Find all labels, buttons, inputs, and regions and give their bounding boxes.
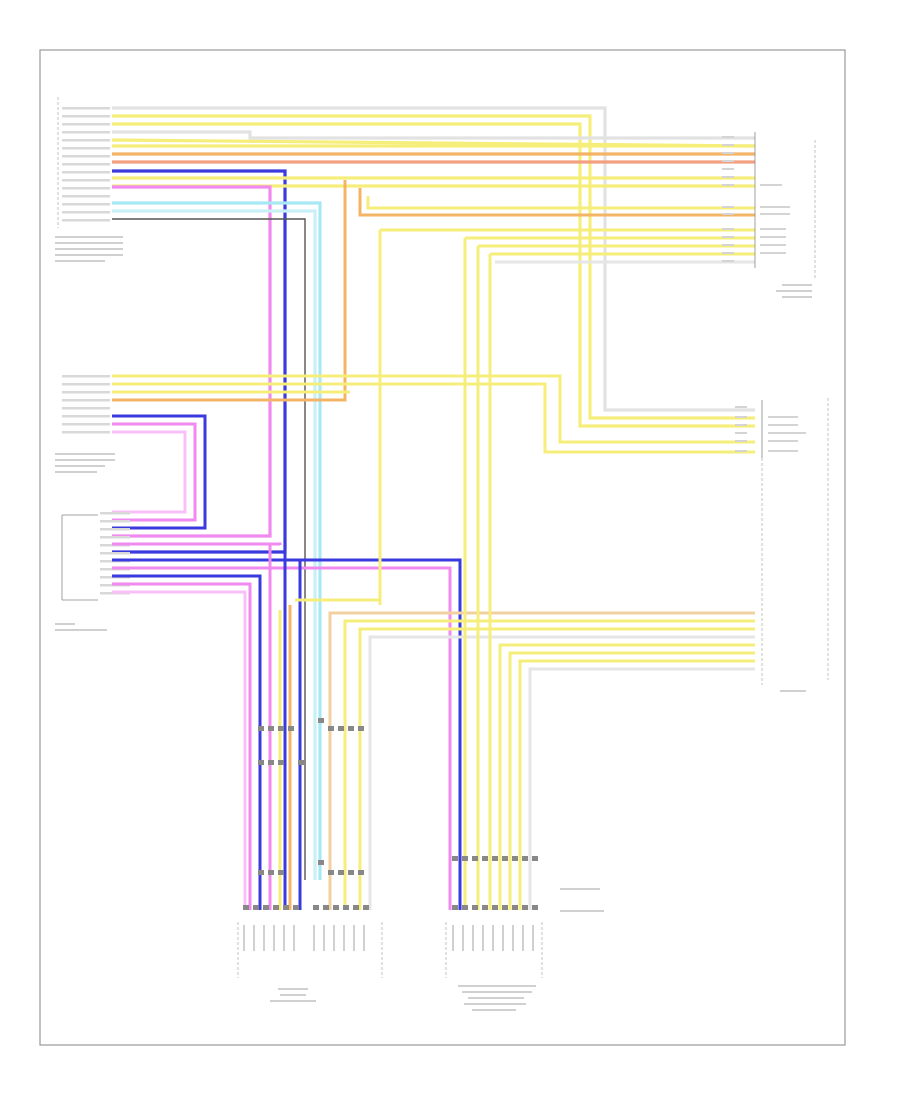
bottom-connector-a bbox=[237, 922, 383, 1002]
right-connector-bottom-caption bbox=[780, 690, 806, 692]
rear-ent-caption bbox=[55, 623, 107, 631]
bottom-connector-b-notes bbox=[560, 888, 604, 912]
bottom-connector-b bbox=[445, 888, 604, 1011]
bottom-connector-a-caption bbox=[270, 988, 316, 1002]
radio-unit-pin-labels bbox=[62, 107, 110, 222]
right-connector-top-caption bbox=[776, 284, 812, 298]
radio-unit-wires bbox=[111, 106, 756, 880]
bottom-connector-b-caption bbox=[458, 985, 536, 1011]
right-connector-mid bbox=[735, 398, 829, 685]
right-bottom-wires bbox=[328, 611, 755, 910]
rear-ent-wires bbox=[112, 542, 462, 910]
audio-switch-connector bbox=[55, 375, 115, 473]
audio-switch-caption bbox=[55, 453, 115, 473]
right-connector-top bbox=[722, 132, 816, 298]
diagram-frame bbox=[39, 49, 846, 1046]
radio-unit-connector bbox=[55, 97, 123, 262]
splice-marks bbox=[243, 718, 538, 910]
radio-unit-caption bbox=[55, 236, 123, 262]
radio-to-right-wires bbox=[112, 180, 755, 402]
audio-switch-wires bbox=[112, 374, 755, 530]
vertical-drops bbox=[378, 230, 492, 910]
rear-ent-connector bbox=[55, 512, 130, 631]
